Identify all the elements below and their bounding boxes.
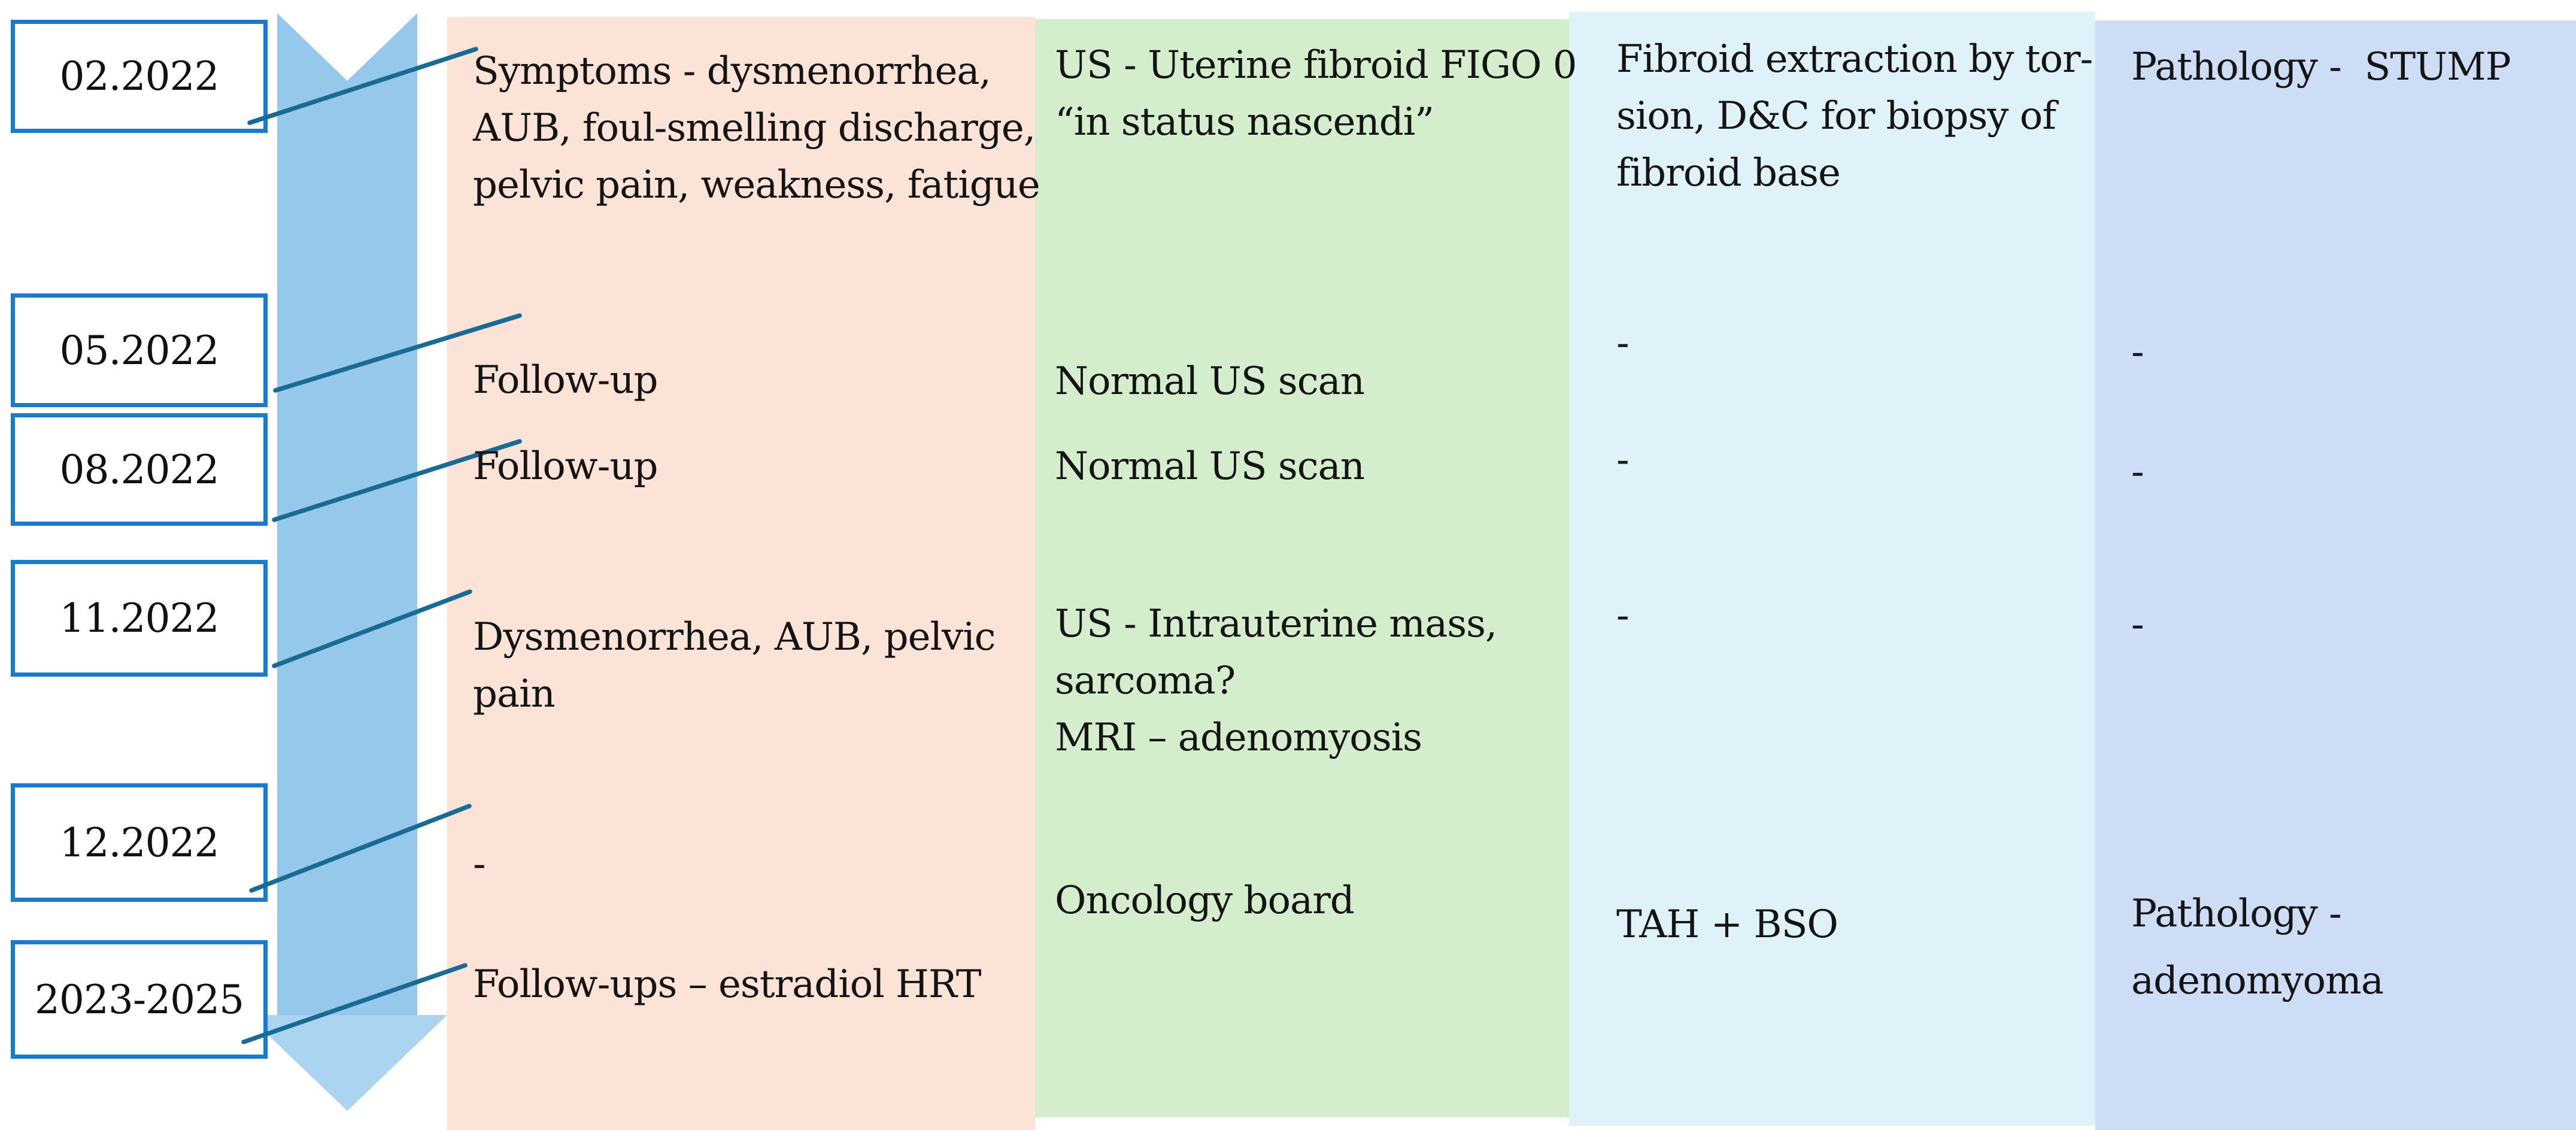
cell-pathology-row1: Pathology - STUMP (2131, 45, 2511, 89)
cell-symptoms-row2: Follow-up (473, 358, 658, 402)
date-box-11-2022: 11.2022 (11, 560, 268, 677)
cell-pathology-row3: - (2131, 450, 2144, 494)
cell-symptoms-row1: Symptoms - dysmenorrhea, AUB, foul-smell… (473, 49, 1040, 207)
cell-imaging-row3: Normal US scan (1055, 444, 1365, 489)
date-box-08-2022: 08.2022 (11, 413, 268, 526)
cell-procedure-row5: TAH + BSO (1616, 902, 1838, 947)
cell-procedure-row2: - (1616, 321, 1630, 365)
cell-pathology-row4: - (2131, 602, 2144, 647)
imaging-column-background (1035, 19, 1569, 1117)
cell-symptoms-row6: Follow-ups – estradiol HRT (473, 962, 982, 1007)
date-label: 11.2022 (59, 595, 220, 641)
cell-symptoms-row5: - (473, 842, 486, 886)
cell-imaging-row4: US - Intrauterine mass, sarcoma? MRI – a… (1055, 602, 1497, 760)
date-box-2023-2025: 2023-2025 (11, 940, 268, 1059)
cell-procedure-row1: Fibroid extraction by tor- sion, D&C for… (1616, 37, 2093, 195)
date-label: 08.2022 (59, 446, 220, 493)
cell-imaging-row2: Normal US scan (1055, 359, 1365, 404)
pathology-column-background (2095, 20, 2576, 1130)
cell-pathology-row2: - (2131, 330, 2144, 374)
cell-imaging-row1: US - Uterine fibroid FIGO 0 “in status n… (1055, 43, 1577, 144)
procedure-column-background (1569, 12, 2095, 1126)
date-box-02-2022: 02.2022 (11, 20, 268, 133)
symptoms-column-background (447, 17, 1035, 1130)
date-label: 05.2022 (59, 327, 220, 374)
date-label: 2023-2025 (34, 976, 244, 1023)
cell-pathology-row5: Pathology - adenomyoma (2131, 892, 2384, 1003)
date-label: 02.2022 (59, 53, 220, 99)
cell-symptoms-row3: Follow-up (473, 444, 658, 489)
date-box-05-2022: 05.2022 (11, 293, 268, 407)
cell-symptoms-row4: Dysmenorrhea, AUB, pelvic pain (473, 615, 996, 716)
cell-procedure-row4: - (1616, 593, 1630, 638)
date-label: 12.2022 (59, 819, 220, 866)
date-box-12-2022: 12.2022 (11, 783, 268, 902)
cell-imaging-row5: Oncology board (1055, 878, 1355, 923)
cell-procedure-row3: - (1616, 438, 1630, 482)
